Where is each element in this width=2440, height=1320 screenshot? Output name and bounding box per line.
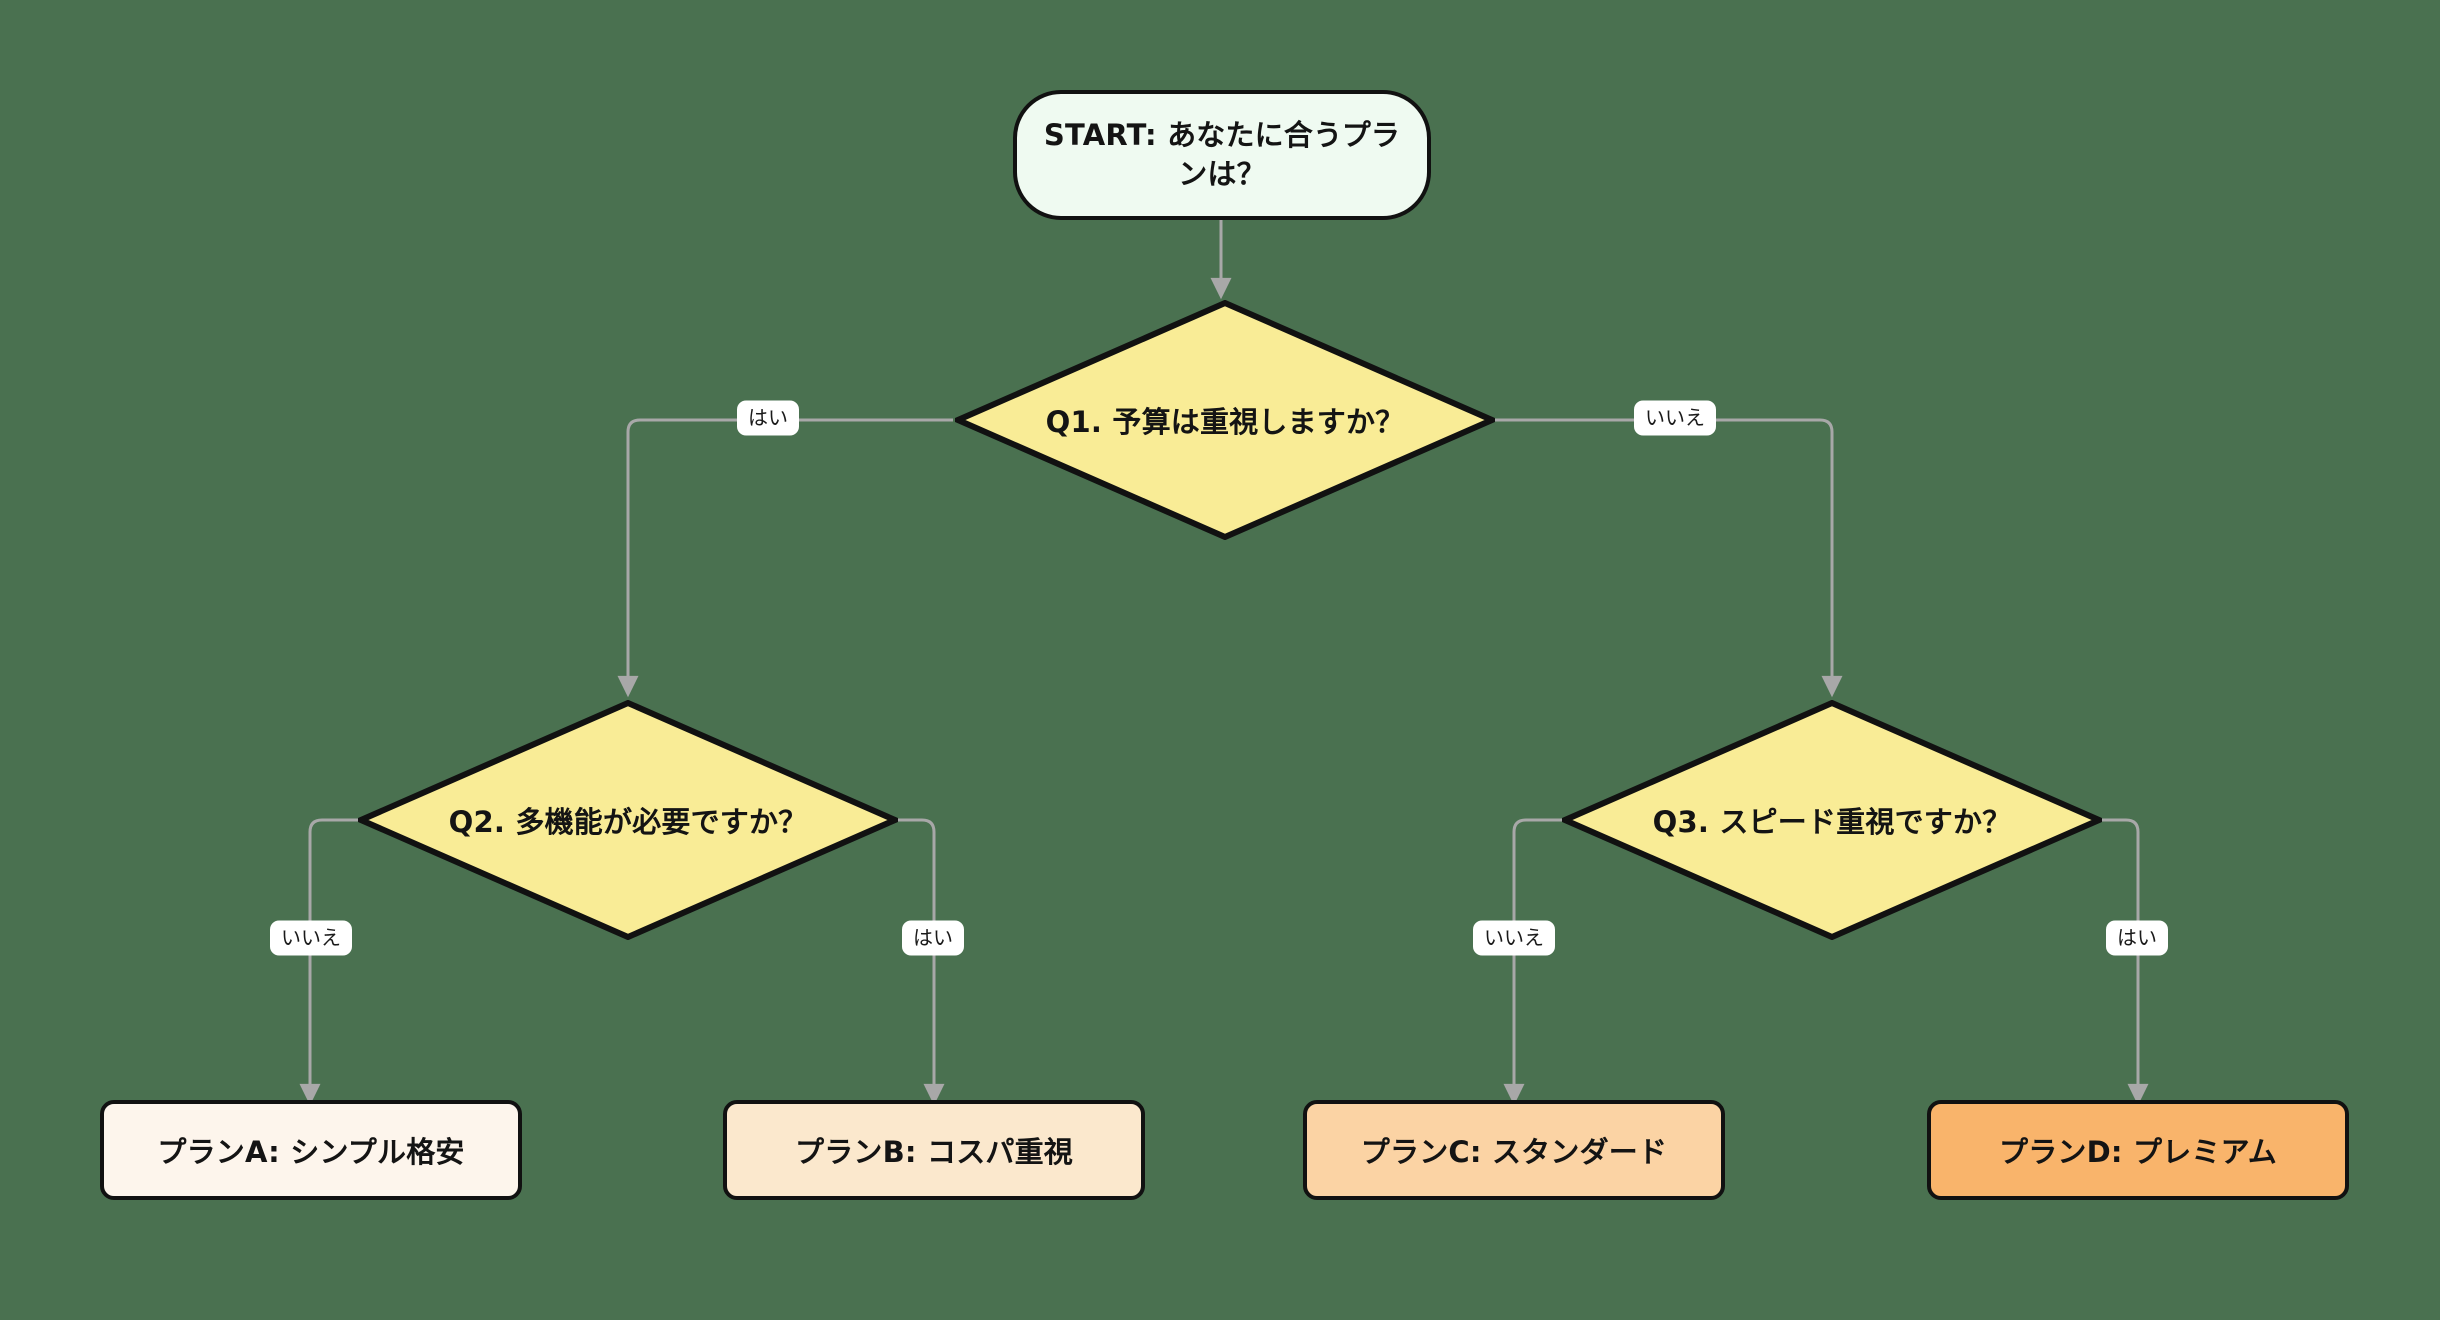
edge-label-q1-q2: はい: [737, 400, 799, 436]
q3-diamond-shape: [1562, 700, 2102, 940]
edge-q3-planC: [1503, 818, 1562, 1106]
edge-q2-planB: [898, 818, 945, 1106]
edge-q1-q2: [617, 418, 953, 698]
edge-q3-planD: [2102, 818, 2149, 1106]
node-q1[interactable]: Q1. 予算は重視しますか？: [955, 300, 1495, 540]
node-q3[interactable]: Q3. スピード重視ですか？: [1562, 700, 2102, 940]
node-plan-b[interactable]: プランB: コスパ重視: [723, 1100, 1145, 1200]
edge-label-q3-plan-c: いいえ: [1473, 920, 1555, 956]
edge-q2-planA: [299, 818, 358, 1106]
node-start[interactable]: START: あなたに合うプランは？: [1013, 90, 1431, 220]
node-plan-c[interactable]: プランC: スタンダード: [1303, 1100, 1725, 1200]
q2-diamond-shape: [358, 700, 898, 940]
edge-label-q1-q3: いいえ: [1634, 400, 1716, 436]
edge-label-q3-plan-d: はい: [2106, 920, 2168, 956]
node-q2[interactable]: Q2. 多機能が必要ですか？: [358, 700, 898, 940]
edge-label-q2-plan-b: はい: [902, 920, 964, 956]
node-plan-a[interactable]: プランA: シンプル格安: [100, 1100, 522, 1200]
q1-diamond-shape: [955, 300, 1495, 540]
node-plan-d[interactable]: プランD: プレミアム: [1927, 1100, 2349, 1200]
edge-label-q2-plan-a: いいえ: [270, 920, 352, 956]
edge-q1-q3: [1495, 418, 1843, 698]
